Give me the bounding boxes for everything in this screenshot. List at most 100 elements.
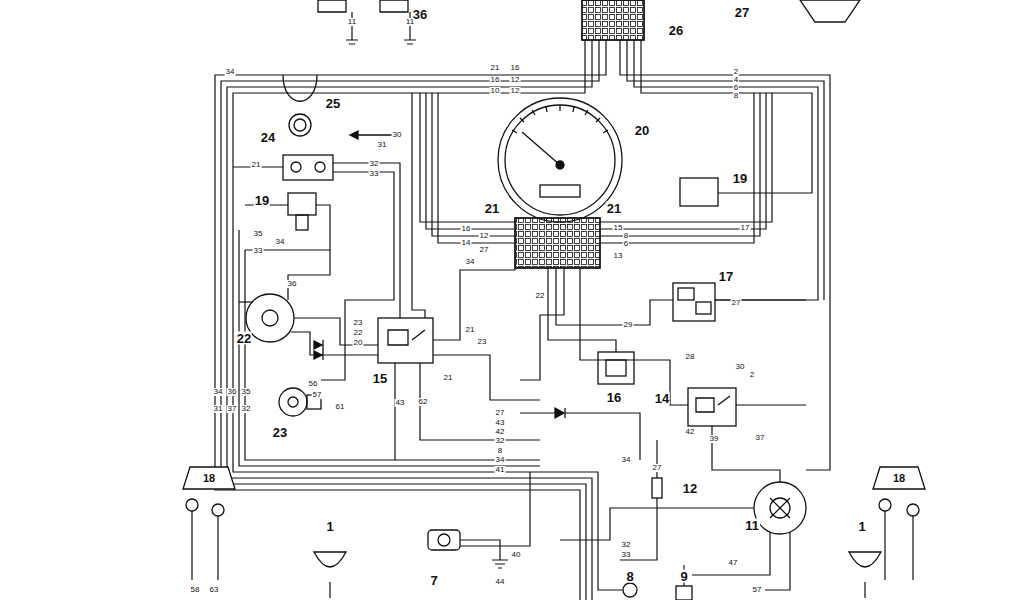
wire-number: 57	[312, 391, 323, 399]
wire-number: 21	[251, 161, 262, 169]
callout-number: 12	[682, 482, 698, 495]
callout-number: 20	[634, 124, 650, 137]
wire-number: 27	[652, 464, 663, 472]
wire-number: 10	[490, 87, 501, 95]
switch-core	[288, 397, 298, 407]
wire-number: 36	[287, 280, 298, 288]
sensor-symbol	[623, 583, 637, 597]
relay-coil	[388, 330, 425, 345]
wire	[600, 93, 754, 243]
wire-number: 16	[490, 76, 501, 84]
callout-number: 27	[734, 6, 750, 19]
wire	[520, 268, 564, 380]
wire-number: 35	[241, 388, 252, 396]
wire-number: 23	[477, 338, 488, 346]
lamp-housing: 18	[182, 466, 236, 490]
wire-number: 56	[308, 380, 319, 388]
wire-number: 37	[227, 405, 238, 413]
wire	[420, 93, 515, 222]
gauge-needle	[522, 132, 560, 165]
wire	[885, 511, 913, 580]
wire	[600, 93, 772, 222]
wire	[548, 268, 616, 352]
wire	[600, 93, 760, 236]
wire-number: 33	[621, 551, 632, 559]
wire-harness	[192, 12, 913, 600]
wire-number: 8	[733, 92, 739, 100]
callout-number: 23	[272, 426, 288, 439]
wire-number: 34	[213, 388, 224, 396]
wire-number: 33	[253, 247, 264, 255]
wire-number: 2	[733, 68, 739, 76]
terminal	[315, 162, 325, 172]
wire	[641, 40, 812, 193]
starter-switch	[754, 482, 806, 534]
callout-number: 9	[679, 570, 688, 583]
switch-symbol	[380, 0, 408, 12]
wire-number: 21	[490, 64, 501, 72]
gauge-counter	[540, 185, 580, 197]
callout-number: 19	[732, 172, 748, 185]
callout-number: 21	[606, 202, 622, 215]
lamp-symbol	[849, 552, 881, 567]
wire-number: 8	[623, 232, 629, 240]
wire	[634, 40, 818, 300]
wire-number: 32	[241, 405, 252, 413]
wire-number: 21	[443, 374, 454, 382]
wire-number: 12	[510, 76, 521, 84]
wire-number: 16	[510, 64, 521, 72]
indicator	[678, 288, 694, 300]
unit-box	[598, 352, 634, 384]
wire-number: 34	[621, 456, 632, 464]
switch-symbol	[279, 388, 307, 416]
bulb-symbol	[907, 504, 919, 516]
wire-number: 57	[752, 586, 763, 594]
callout-number: 26	[668, 24, 684, 37]
callout-number: 22	[236, 332, 252, 345]
wire-number: 44	[495, 578, 506, 586]
bulb-symbol	[879, 499, 891, 511]
lamp-housing: 18	[872, 466, 926, 490]
wire	[239, 230, 540, 466]
connector-block	[515, 218, 600, 268]
wire	[692, 532, 770, 575]
callout-number: 8	[625, 570, 634, 583]
wire	[556, 268, 673, 325]
callout-number: 1	[325, 520, 334, 533]
key-switch	[246, 294, 294, 342]
ground-symbol	[346, 12, 416, 44]
wire-number: 23	[353, 319, 364, 327]
wire-number: 22	[353, 329, 364, 337]
wire-number: 42	[495, 428, 506, 436]
wire	[192, 511, 218, 580]
unit-detail	[606, 360, 626, 376]
connector-block	[582, 0, 644, 40]
wire-number: 34	[495, 456, 506, 464]
wire	[245, 250, 540, 460]
wire	[460, 540, 500, 560]
switch-symbol	[318, 0, 346, 12]
wire-number: 27	[731, 299, 742, 307]
callout-number: 7	[429, 574, 438, 587]
solenoid-body	[428, 530, 460, 550]
callout-number: 18	[203, 473, 215, 484]
wire	[227, 40, 592, 600]
wire	[600, 93, 766, 229]
starter-core	[770, 498, 790, 518]
wire-number: 34	[225, 68, 236, 76]
lamp-symbol	[314, 552, 346, 567]
wire-number: 31	[377, 141, 388, 149]
wire	[420, 363, 540, 440]
wire	[233, 40, 623, 590]
bulb-symbol	[186, 499, 198, 511]
wire	[620, 498, 657, 560]
wire-number: 16	[461, 225, 472, 233]
indicator-box	[673, 283, 715, 321]
wire	[656, 440, 657, 478]
callout-number: 18	[893, 473, 905, 484]
diode-symbol	[555, 408, 564, 418]
relay-coil	[696, 396, 730, 412]
wire	[432, 93, 515, 236]
wire-number: 28	[685, 353, 696, 361]
